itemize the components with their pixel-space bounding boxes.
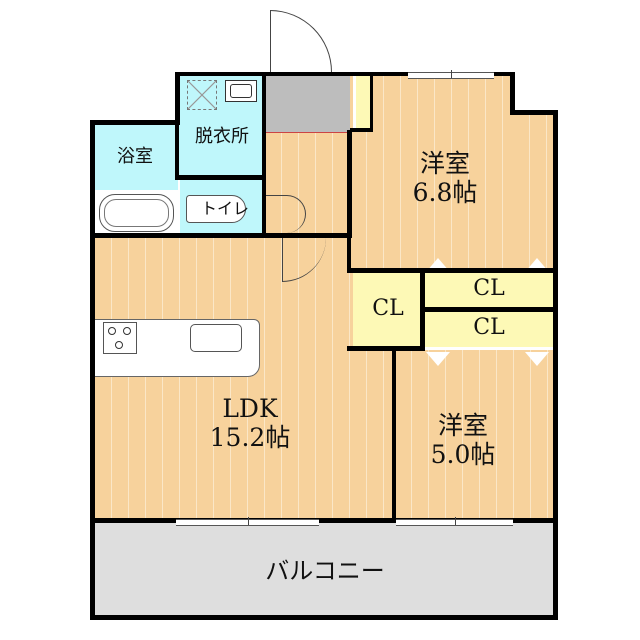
closet-lower[interactable] bbox=[425, 312, 553, 347]
room-label-toilet: トイレ bbox=[200, 199, 249, 218]
closet-upper[interactable] bbox=[425, 273, 553, 308]
closet-door-marker bbox=[426, 352, 450, 366]
wall bbox=[553, 110, 558, 620]
sink-icon bbox=[190, 324, 242, 352]
entrance-floor bbox=[265, 75, 350, 133]
window bbox=[408, 70, 494, 79]
balcony-floor bbox=[95, 523, 553, 618]
wall bbox=[175, 125, 179, 175]
room-label-western-2: 洋室 5.0帖 bbox=[418, 411, 508, 470]
room-name: 洋室 bbox=[437, 411, 488, 440]
western-room-2-floor bbox=[395, 350, 553, 523]
room-size: 15.2帖 bbox=[209, 422, 291, 452]
wall bbox=[90, 233, 352, 238]
room-label-ldk: LDK 15.2帖 bbox=[195, 394, 305, 453]
wall bbox=[420, 307, 555, 312]
wall bbox=[347, 268, 557, 273]
wall bbox=[175, 175, 265, 180]
closet-label-small: CL bbox=[372, 296, 404, 321]
washbasin-icon bbox=[225, 80, 257, 102]
wall bbox=[90, 615, 558, 620]
western-room-1-floor-ext bbox=[513, 115, 553, 270]
room-size: 6.8帖 bbox=[412, 177, 478, 207]
wall bbox=[347, 346, 425, 351]
room-label-balcony: バルコニー bbox=[265, 557, 385, 585]
wall bbox=[90, 120, 180, 125]
wall bbox=[347, 130, 352, 238]
wall bbox=[175, 72, 515, 76]
wall bbox=[350, 128, 372, 132]
front-door[interactable] bbox=[270, 10, 332, 72]
wall bbox=[262, 76, 266, 236]
toilet-door[interactable] bbox=[266, 195, 306, 233]
wall bbox=[370, 76, 373, 132]
wall bbox=[347, 238, 351, 268]
wall bbox=[392, 350, 396, 522]
ldk-floor bbox=[95, 238, 395, 523]
wall bbox=[510, 72, 515, 115]
room-label-western-1: 洋室 6.8帖 bbox=[400, 149, 490, 208]
room-label-bath: 浴室 bbox=[117, 146, 153, 167]
wall bbox=[510, 110, 558, 115]
window bbox=[396, 517, 513, 526]
wall bbox=[175, 72, 180, 125]
bathtub-icon bbox=[99, 194, 174, 232]
window bbox=[176, 517, 319, 526]
closet-small[interactable] bbox=[353, 273, 423, 348]
wall bbox=[90, 120, 95, 620]
closet-door-marker bbox=[525, 352, 549, 366]
room-label-dressing: 脱衣所 bbox=[195, 126, 249, 147]
room-name: 洋室 bbox=[419, 149, 470, 178]
stove-icon bbox=[103, 322, 137, 354]
room-name: LDK bbox=[222, 394, 278, 423]
closet-label-lower: CL bbox=[473, 315, 505, 340]
closet-label-upper: CL bbox=[473, 276, 505, 301]
wall bbox=[90, 518, 558, 523]
toilet-icon bbox=[186, 195, 246, 223]
shoe-closet bbox=[353, 75, 370, 130]
western-room-1-floor bbox=[350, 75, 513, 270]
washer-pan-icon bbox=[187, 80, 217, 110]
room-size: 5.0帖 bbox=[430, 439, 496, 469]
bath-floor bbox=[95, 125, 178, 190]
